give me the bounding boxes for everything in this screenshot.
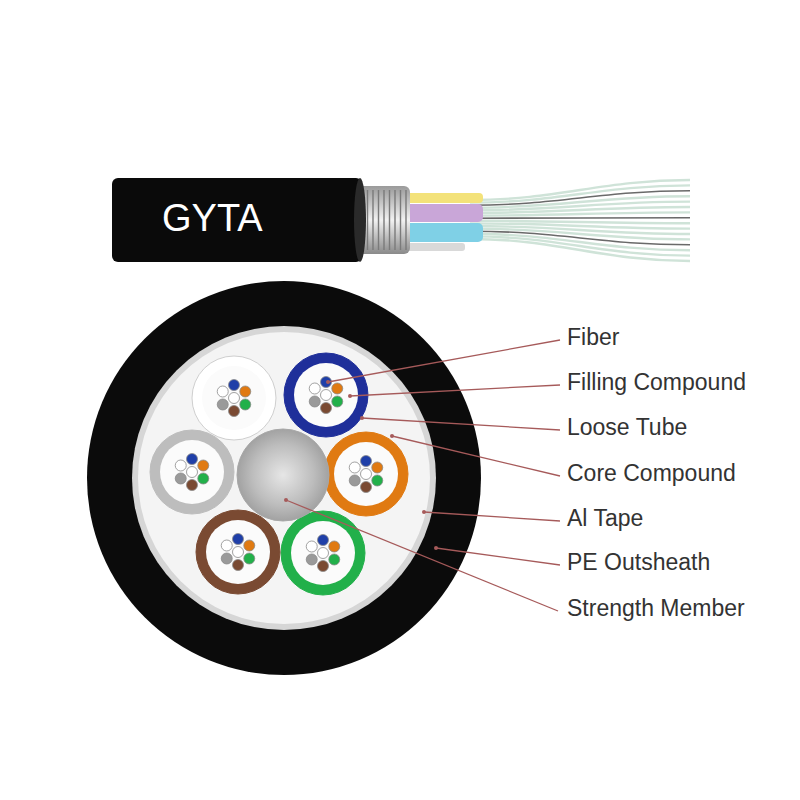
part-label: PE Outsheath xyxy=(567,550,710,575)
leader-line xyxy=(436,548,560,565)
armor-rib xyxy=(389,190,390,250)
fiber xyxy=(309,383,320,394)
fiber xyxy=(187,480,198,491)
filling-compound xyxy=(291,521,355,585)
leader-line xyxy=(286,500,558,611)
part-label: Fiber xyxy=(567,325,619,350)
pe-outsheath xyxy=(87,281,481,675)
loose-tube xyxy=(192,356,276,440)
yellow-tube xyxy=(405,193,483,203)
armor-rib xyxy=(383,190,384,250)
armor-rib xyxy=(372,190,373,250)
fiber xyxy=(187,467,198,478)
fiber xyxy=(240,399,251,410)
fiber xyxy=(221,540,232,551)
fiber xyxy=(217,386,228,397)
pe-outsheath-side xyxy=(112,178,362,262)
leader-line xyxy=(392,436,560,476)
fiber xyxy=(318,535,329,546)
fiber xyxy=(321,377,332,388)
fiber xyxy=(233,560,244,571)
fiber xyxy=(309,396,320,407)
fiber xyxy=(240,386,251,397)
fiber xyxy=(318,561,329,572)
leader-line xyxy=(362,418,560,430)
armor-corrugation xyxy=(362,190,406,250)
fiber xyxy=(221,553,232,564)
fiber xyxy=(329,541,340,552)
strength-member xyxy=(237,429,329,521)
leader-line xyxy=(328,340,560,382)
fiber xyxy=(361,482,372,493)
al-tape xyxy=(132,326,436,630)
part-label: Filling Compound xyxy=(567,370,746,395)
fiber xyxy=(306,541,317,552)
fiber xyxy=(321,403,332,414)
cable-type-label: GYTA xyxy=(162,198,263,240)
fiber xyxy=(229,406,240,417)
fiber-strand xyxy=(470,185,690,202)
fiber xyxy=(229,393,240,404)
fiber xyxy=(318,548,329,559)
fiber xyxy=(233,547,244,558)
cyan-tube xyxy=(405,223,483,242)
loose-tube xyxy=(284,353,368,437)
part-label: Strength Member xyxy=(567,596,745,621)
fiber xyxy=(361,469,372,480)
sheath-end xyxy=(354,178,366,262)
fiber xyxy=(244,553,255,564)
fiber xyxy=(198,473,209,484)
loose-tube xyxy=(150,430,234,514)
purple-tube xyxy=(405,204,483,222)
loose-fibers xyxy=(470,180,690,261)
part-label: Al Tape xyxy=(567,506,643,531)
armor-rib xyxy=(405,190,406,250)
fiber xyxy=(332,396,343,407)
leader-lines xyxy=(286,340,560,611)
filling-compound xyxy=(294,363,358,427)
fiber-strand xyxy=(470,239,690,261)
fiber xyxy=(233,534,244,545)
fiber xyxy=(332,383,343,394)
fiber xyxy=(217,399,228,410)
fiber xyxy=(244,540,255,551)
part-label: Loose Tube xyxy=(567,415,687,440)
armor-rib xyxy=(394,190,395,250)
fiber xyxy=(321,390,332,401)
fiber xyxy=(198,460,209,471)
loose-tube xyxy=(281,511,365,595)
core-compound xyxy=(138,332,430,624)
fiber xyxy=(329,554,340,565)
filling-compound xyxy=(202,366,266,430)
filling-compound xyxy=(206,520,270,584)
fiber xyxy=(187,454,198,465)
fiber xyxy=(372,475,383,486)
armor-rib xyxy=(367,190,368,250)
armor-rib xyxy=(400,190,401,250)
loose-tubes xyxy=(150,353,408,595)
filling-compound xyxy=(160,440,224,504)
loose-tube xyxy=(324,432,408,516)
fiber xyxy=(306,554,317,565)
fiber-strand xyxy=(470,212,690,215)
grey-tube xyxy=(405,243,465,251)
filling-compound xyxy=(334,442,398,506)
leader-line xyxy=(350,385,560,396)
leader-line xyxy=(424,512,560,521)
fiber xyxy=(175,473,186,484)
leader-dots xyxy=(284,380,438,550)
fiber xyxy=(229,380,240,391)
fiber xyxy=(349,475,360,486)
armor-rib xyxy=(378,190,379,250)
loose-tube xyxy=(196,510,280,594)
fiber xyxy=(349,462,360,473)
fiber-strand xyxy=(470,217,690,219)
fiber xyxy=(372,462,383,473)
fiber xyxy=(361,456,372,467)
part-label: Core Compound xyxy=(567,461,736,486)
fiber xyxy=(175,460,186,471)
